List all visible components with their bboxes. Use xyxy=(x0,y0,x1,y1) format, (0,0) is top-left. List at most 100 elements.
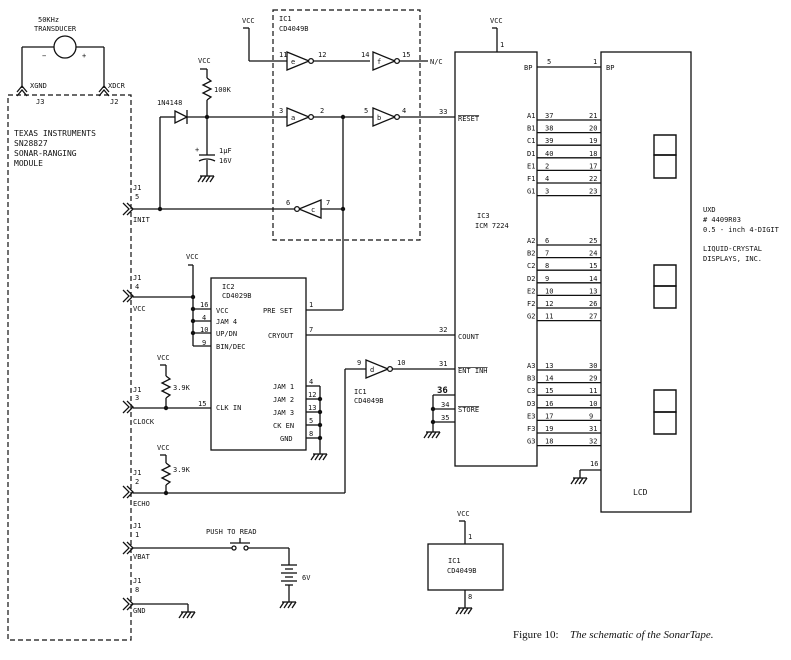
ic3-segment-pin: 13 xyxy=(545,362,553,370)
ic3-segment-pin: 39 xyxy=(545,137,553,145)
inverter-gate-a: 3 a 2 xyxy=(279,107,373,209)
ic3-segment-label: B2 xyxy=(527,250,535,258)
svg-text:14: 14 xyxy=(361,51,369,59)
svg-text:8: 8 xyxy=(135,586,139,594)
ic2-part: CD4029B xyxy=(222,292,252,300)
lcd-segment-pin: 22 xyxy=(589,175,597,183)
diode-1n4148 xyxy=(174,109,189,125)
ic1-outline xyxy=(272,9,421,241)
svg-text:1: 1 xyxy=(500,41,504,49)
svg-text:VCC: VCC xyxy=(457,510,470,518)
ic3-segment-label: C2 xyxy=(527,262,535,270)
svg-text:33: 33 xyxy=(439,108,447,116)
svg-text:10: 10 xyxy=(397,359,405,367)
svg-text:5: 5 xyxy=(547,58,551,66)
svg-text:16: 16 xyxy=(590,460,598,468)
gnd-pin-label: GND xyxy=(133,607,146,615)
vbat-label: VBAT xyxy=(133,553,151,561)
j1-pin-init: J1 5 INIT xyxy=(122,184,151,224)
svg-text:J1: J1 xyxy=(133,469,141,477)
transducer: 50KHz TRANSDUCER − + xyxy=(21,16,105,88)
svg-text:CD4049B: CD4049B xyxy=(447,567,477,575)
svg-text:DISPLAYS, INC.: DISPLAYS, INC. xyxy=(703,255,762,263)
module-name-2: SN28827 xyxy=(14,139,48,148)
ic3-segment-pin: 2 xyxy=(545,162,549,170)
connector-j2: XDCR J2 xyxy=(98,82,126,106)
resistor-100k xyxy=(201,77,213,101)
j2-label: J2 xyxy=(110,98,118,106)
svg-text:15: 15 xyxy=(402,51,410,59)
ic3-part: ICM 7224 xyxy=(475,222,509,230)
svg-text:32: 32 xyxy=(439,326,447,334)
switch-label: PUSH TO READ xyxy=(206,528,257,536)
svg-text:J1: J1 xyxy=(133,184,141,192)
svg-text:VCC: VCC xyxy=(198,57,211,65)
svg-text:JAM 3: JAM 3 xyxy=(273,409,294,417)
ic3-segment-label: F1 xyxy=(527,175,535,183)
ic3-segment-pin: 3 xyxy=(545,188,549,196)
svg-text:3.9K: 3.9K xyxy=(173,384,191,392)
ic3-segment-pin: 18 xyxy=(545,438,553,446)
lcd-label: LCD xyxy=(633,488,648,497)
sonar-module: TEXAS INSTRUMENTS SN28827 SONAR-RANGING … xyxy=(7,94,132,641)
diode-label: 1N4148 xyxy=(157,99,182,107)
capacitor-value: 1µF xyxy=(219,147,232,155)
lcd-digit-3 xyxy=(653,389,677,435)
svg-text:BP: BP xyxy=(524,64,532,72)
j1-pin-vcc: J1 4 VCC xyxy=(122,274,146,313)
battery-label: 6V xyxy=(302,574,311,582)
svg-text:BP: BP xyxy=(606,64,614,72)
ic3-segment-pin: 6 xyxy=(545,237,549,245)
svg-text:9: 9 xyxy=(202,339,206,347)
ic3-segment-label: A1 xyxy=(527,112,535,120)
svg-text:3: 3 xyxy=(135,394,139,402)
ic3-segment-label: D2 xyxy=(527,275,535,283)
figure-caption: Figure 10: The schematic of the SonarTap… xyxy=(513,629,714,641)
ic3-segment-pin: 11 xyxy=(545,313,553,321)
svg-text:8: 8 xyxy=(309,430,313,438)
svg-text:8: 8 xyxy=(468,593,472,601)
ic2-name: IC2 xyxy=(222,283,235,291)
ic1-part: CD4049B xyxy=(279,25,309,33)
svg-text:35: 35 xyxy=(441,414,449,422)
ic3-segment-label: F3 xyxy=(527,425,535,433)
svg-text:ENT INH: ENT INH xyxy=(458,367,488,375)
transducer-freq: 50KHz xyxy=(38,16,59,24)
svg-text:d: d xyxy=(370,366,374,374)
connector-j3: XGND J3 xyxy=(16,82,47,106)
svg-text:7: 7 xyxy=(309,326,313,334)
inverter-gate-c: c 7 6 xyxy=(133,199,343,219)
reset-rc-network: VCC 100K 1N4148 + 1µF 16V xyxy=(157,57,287,209)
svg-text:1: 1 xyxy=(135,531,139,539)
lcd-segment-pin: 31 xyxy=(589,425,597,433)
svg-text:LIQUID-CRYSTAL: LIQUID-CRYSTAL xyxy=(703,245,762,253)
j3-gnd-label: XGND xyxy=(30,82,47,90)
svg-text:CK EN: CK EN xyxy=(273,422,294,430)
lcd-segment-pin: 21 xyxy=(589,112,597,120)
resistor-100k-label: 100K xyxy=(214,86,232,94)
svg-text:7: 7 xyxy=(326,199,330,207)
ic3-segment-pin: 40 xyxy=(545,150,553,158)
transducer-plus: + xyxy=(82,52,86,60)
ic3-segment-pin: 12 xyxy=(545,300,553,308)
j3-label: J3 xyxy=(36,98,44,106)
lcd-description: UXD # 4409R03 0.5 - inch 4-DIGIT LIQUID-… xyxy=(703,206,780,263)
svg-text:1: 1 xyxy=(309,301,313,309)
svg-text:GND: GND xyxy=(280,435,293,443)
ic3-segment-label: E1 xyxy=(527,162,535,170)
lcd-segment-pin: 11 xyxy=(589,387,597,395)
lcd-segment-pin: 23 xyxy=(589,188,597,196)
ic3-segment-pin: 19 xyxy=(545,425,553,433)
ic3-segment-pin: 9 xyxy=(545,275,549,283)
ic2-counter: IC2 CD4029B VCC JAM 4 UP/DN BIN/DEC CLK … xyxy=(133,206,455,461)
lcd-digit-2 xyxy=(653,264,677,309)
svg-text:IC1: IC1 xyxy=(354,388,367,396)
ic3-segment-label: D3 xyxy=(527,400,535,408)
svg-text:JAM 2: JAM 2 xyxy=(273,396,294,404)
lcd-segment-pin: 14 xyxy=(589,275,597,283)
lcd-digit-1 xyxy=(653,134,677,179)
svg-text:CRYOUT: CRYOUT xyxy=(268,332,294,340)
svg-text:9: 9 xyxy=(357,359,361,367)
ic3-segment-pin: 10 xyxy=(545,287,553,295)
